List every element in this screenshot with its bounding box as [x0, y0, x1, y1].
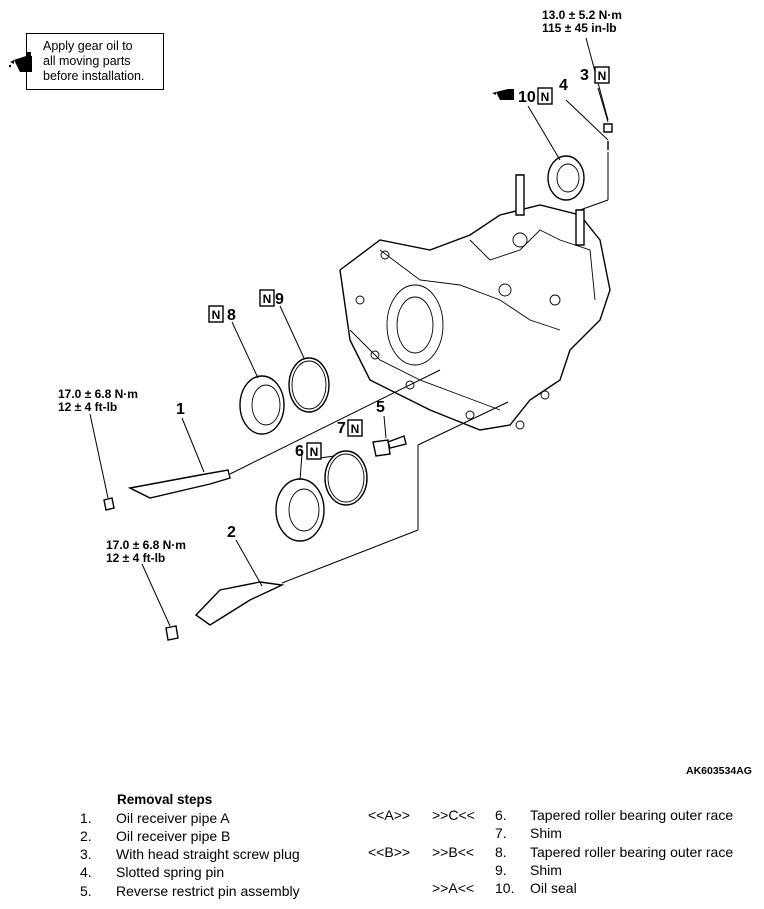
svg-text:12 ± 4 ft-lb: 12 ± 4 ft-lb — [58, 400, 117, 414]
callout-1: 1 — [176, 401, 185, 418]
leader-lines — [89, 37, 609, 627]
removal-steps-title: Removal steps — [117, 792, 213, 807]
torque-top: 13.0 ± 5.2 N·m 115 ± 45 in-lb — [542, 8, 622, 35]
n-mark-10: N — [537, 87, 553, 105]
shim-9 — [288, 357, 330, 413]
bearing-race-6 — [275, 478, 325, 542]
callout-8: 8 — [227, 307, 236, 324]
oil-seal — [547, 155, 585, 201]
transmission-case — [339, 174, 611, 431]
n-mark-6: N — [306, 442, 322, 460]
svg-text:12 ± 4 ft-lb: 12 ± 4 ft-lb — [106, 551, 165, 565]
shim-7 — [324, 450, 368, 506]
oil-can-icon — [8, 52, 32, 72]
svg-text:115 ± 45 in-lb: 115 ± 45 in-lb — [542, 21, 617, 35]
callout-10: 10 — [518, 89, 536, 106]
svg-text:17.0 ± 6.8 N·m: 17.0 ± 6.8 N·m — [106, 538, 186, 552]
svg-text:N: N — [263, 292, 272, 306]
restrict-pin — [372, 435, 407, 457]
callout-2: 2 — [227, 524, 236, 541]
step-5: 5. Reverse restrict pin assembly — [80, 883, 300, 899]
bearing-race-8 — [239, 375, 285, 435]
step-8: <<B>> >>B<< 8. Tapered roller bearing ou… — [368, 844, 734, 860]
n-mark-7: N — [347, 419, 363, 437]
torque-left-2: 17.0 ± 6.8 N·m 12 ± 4 ft-lb — [106, 538, 186, 565]
step-6: <<A>> >>C<< 6. Tapered roller bearing ou… — [368, 807, 734, 823]
callout-9: 9 — [275, 291, 284, 308]
note-box: Apply gear oil to all moving parts befor… — [26, 33, 164, 90]
n-mark-8: N — [208, 305, 224, 323]
svg-text:N: N — [310, 445, 319, 459]
callout-6: 6 — [295, 443, 304, 460]
screw-plug — [603, 123, 613, 133]
svg-text:N: N — [541, 90, 550, 104]
oil-receiver-pipe-b — [165, 581, 285, 641]
exploded-diagram: 13.0 ± 5.2 N·m 115 ± 45 in-lb 17.0 ± 6.8… — [8, 8, 622, 641]
svg-text:N: N — [351, 422, 360, 436]
n-mark-3: N — [594, 66, 610, 84]
callout-7: 7 — [337, 420, 346, 437]
step-1: 1. Oil receiver pipe A — [80, 810, 230, 826]
step-3: 3. With head straight screw plug — [80, 846, 300, 862]
reference-code: AK603534AG — [686, 765, 752, 777]
svg-text:13.0 ± 5.2 N·m: 13.0 ± 5.2 N·m — [542, 8, 622, 22]
step-4: 4. Slotted spring pin — [80, 864, 225, 880]
callout-5: 5 — [376, 399, 385, 416]
note-text: Apply gear oil to all moving parts befor… — [43, 39, 145, 83]
step-2: 2. Oil receiver pipe B — [80, 828, 231, 844]
oil-can-icon-10 — [492, 89, 514, 100]
torque-left-1: 17.0 ± 6.8 N·m 12 ± 4 ft-lb — [58, 387, 138, 414]
callout-3: 3 — [580, 67, 589, 84]
svg-text:17.0 ± 6.8 N·m: 17.0 ± 6.8 N·m — [58, 387, 138, 401]
callout-4: 4 — [559, 77, 568, 94]
n-mark-9: N — [259, 289, 275, 307]
oil-receiver-pipe-a — [103, 469, 231, 511]
svg-text:N: N — [212, 308, 221, 322]
svg-text:N: N — [598, 69, 607, 83]
